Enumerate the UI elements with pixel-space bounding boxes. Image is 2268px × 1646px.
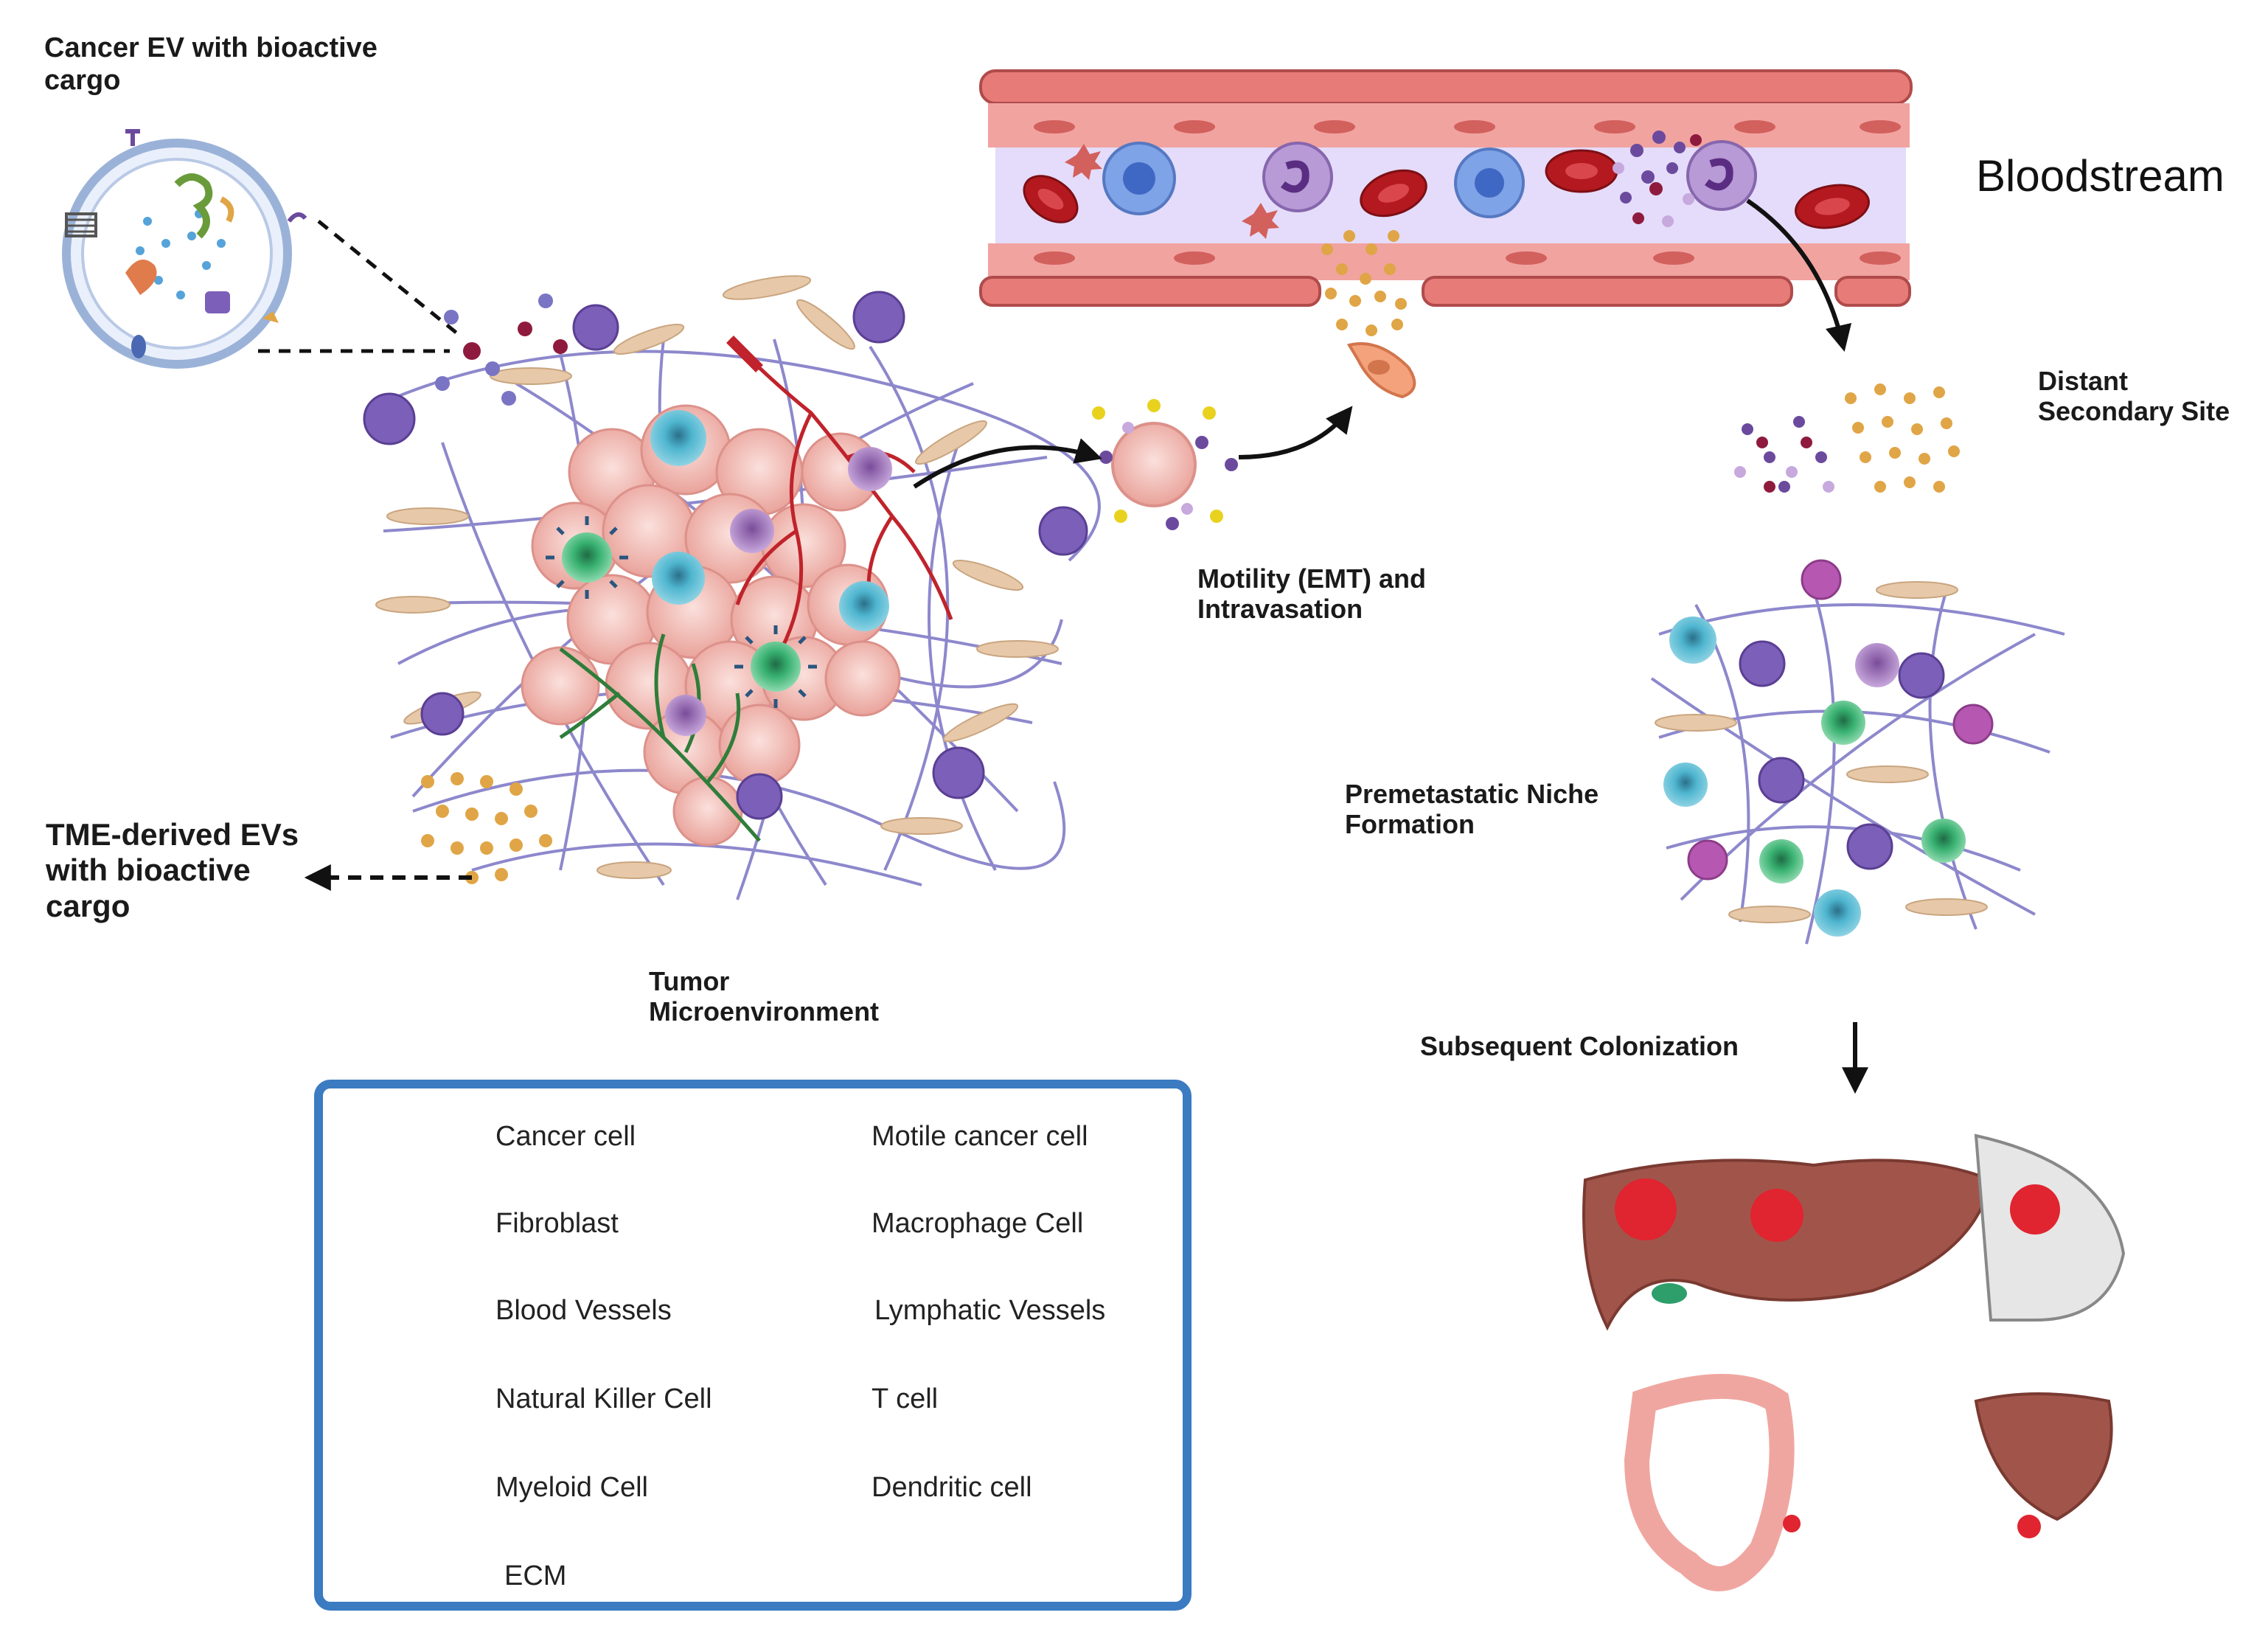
tumor-mass-icon	[363, 275, 1101, 900]
legend-ecm: ECM	[504, 1560, 567, 1591]
legend-cancer-cell: Cancer cell	[495, 1121, 636, 1152]
premetastatic-niche	[1650, 559, 2065, 945]
breast-icon	[1974, 1133, 2126, 1322]
bloodstream-label: Bloodstream	[1976, 151, 2224, 201]
bloodstream-vessel	[979, 69, 1913, 307]
legend-macrophage: Macrophage Cell	[872, 1208, 1084, 1239]
liver-icon	[1582, 1159, 1993, 1331]
bloodstream-evs	[1613, 131, 1702, 227]
legend-lymphatic-vessels: Lymphatic Vessels	[874, 1295, 1106, 1326]
ev-vesicle-icon	[62, 129, 307, 369]
ev-zoom-line-top	[317, 220, 459, 335]
legend-nk-cell: Natural Killer Cell	[495, 1383, 712, 1414]
tumor-me-label: Tumor Microenvironment	[649, 966, 880, 1027]
emt-cancer-cell	[1092, 399, 1238, 530]
distant-site-evs	[1734, 383, 1960, 493]
distant-site-label: Distant Secondary Site	[2038, 366, 2230, 427]
legend-dendritic-cell: Dendritic cell	[872, 1472, 1032, 1503]
colon-icon	[1624, 1374, 1801, 1591]
motility-label: Motility (EMT) and Intravasation	[1197, 563, 1426, 625]
arrow-tumor-to-emt	[913, 438, 1102, 489]
legend-t-cell: T cell	[872, 1383, 939, 1414]
tme-evs-label: TME-derived EVs with bioactive cargo	[46, 817, 299, 923]
legend-fibroblast: Fibroblast	[495, 1208, 619, 1239]
legend-box	[314, 1080, 1192, 1611]
colonization-label: Subsequent Colonization	[1420, 1031, 1739, 1061]
legend-blood-vessels: Blood Vessels	[495, 1295, 672, 1326]
premetastatic-label: Premetastatic Niche Formation	[1345, 779, 1599, 840]
legend-motile-cancer-cell: Motile cancer cell	[872, 1121, 1088, 1152]
bladder-prostate-icon	[1974, 1392, 2113, 1538]
arrow-emt-to-blood	[1238, 406, 1353, 459]
legend-myeloid-cell: Myeloid Cell	[495, 1472, 648, 1503]
cancer-ev-label: Cancer EV with bioactive cargo	[44, 32, 378, 96]
arrow-blood-to-distant	[1746, 198, 1852, 353]
intravasation-evs	[1321, 230, 1407, 336]
